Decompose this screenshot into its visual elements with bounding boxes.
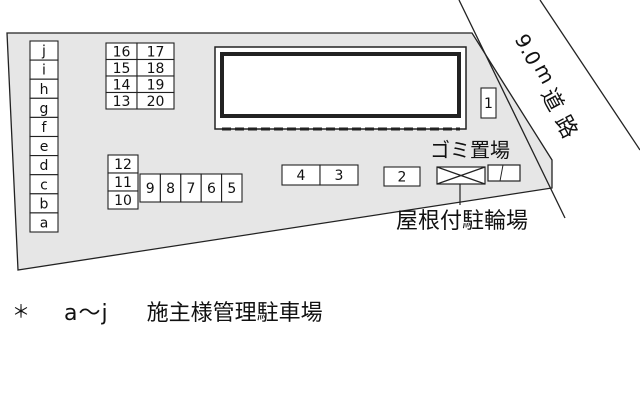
building-inner [220,52,461,118]
parking-space-b-label: b [40,196,49,212]
parking-space-18-label: 18 [147,61,165,77]
parking-space-8-label: 8 [166,181,175,197]
parking-space-20-label: 20 [147,94,165,110]
garbage-area [487,164,521,182]
parking-space-10-box [107,190,139,210]
parking-space-a-box [29,212,59,233]
parking-space-12-label: 12 [114,157,132,173]
parking-space-11-label: 11 [114,175,132,191]
parking-space-4-label: 4 [297,168,306,184]
parking-space-e-label: e [40,139,49,155]
parking-space-3-box [319,164,359,186]
parking-space-16-label: 16 [113,44,131,60]
parking-space-d-label: d [40,158,49,174]
parking-space-15-label: 15 [113,61,131,77]
road-name-label-1: 道 [535,85,567,116]
parking-space-1-box [480,87,497,119]
parking-space-13-label: 13 [113,94,131,110]
garbage-area-mark [499,164,504,182]
parking-space-10-label: 10 [114,193,132,209]
parking-space-20-box [136,91,175,110]
road-width-label: 9.0 [510,30,546,69]
parking-space-i-label: i [42,63,46,79]
parking-space-3-label: 3 [335,168,344,184]
parking-space-g-label: g [40,101,49,117]
road-name-label-2: 路 [549,112,581,143]
legend-star: ＊ [12,302,30,323]
parking-space-c-label: c [40,177,48,193]
parking-space-f-label: f [42,120,48,136]
legend-range: a～j [64,301,109,326]
parking-space-1-label: 1 [484,96,493,112]
parking-space-5-box [221,173,243,203]
parking-space-h-label: h [40,82,49,98]
bike-parking-label: 屋根付駐輪場 [396,209,528,234]
parking-space-2-box [383,166,421,187]
legend-caption: ＊ a～j 施主様管理駐車場 [12,296,323,326]
parking-space-7-label: 7 [187,181,196,197]
parking-space-6-label: 6 [207,181,216,197]
road-edge-left [458,0,566,219]
parking-space-19-label: 19 [147,77,165,93]
parking-space-5-label: 5 [227,181,236,197]
parking-space-9-label: 9 [146,181,155,197]
legend-text: 施主様管理駐車場 [146,301,323,326]
parking-space-j-label: j [41,44,46,60]
parking-space-a-label: a [40,215,49,231]
bike-parking-cross-2 [436,166,486,185]
parking-space-17-label: 17 [147,44,165,60]
garbage-label: ゴミ置場 [430,138,510,162]
parking-space-14-label: 14 [113,77,131,93]
road-edge-right [539,0,640,151]
parking-space-2-label: 2 [398,170,407,186]
